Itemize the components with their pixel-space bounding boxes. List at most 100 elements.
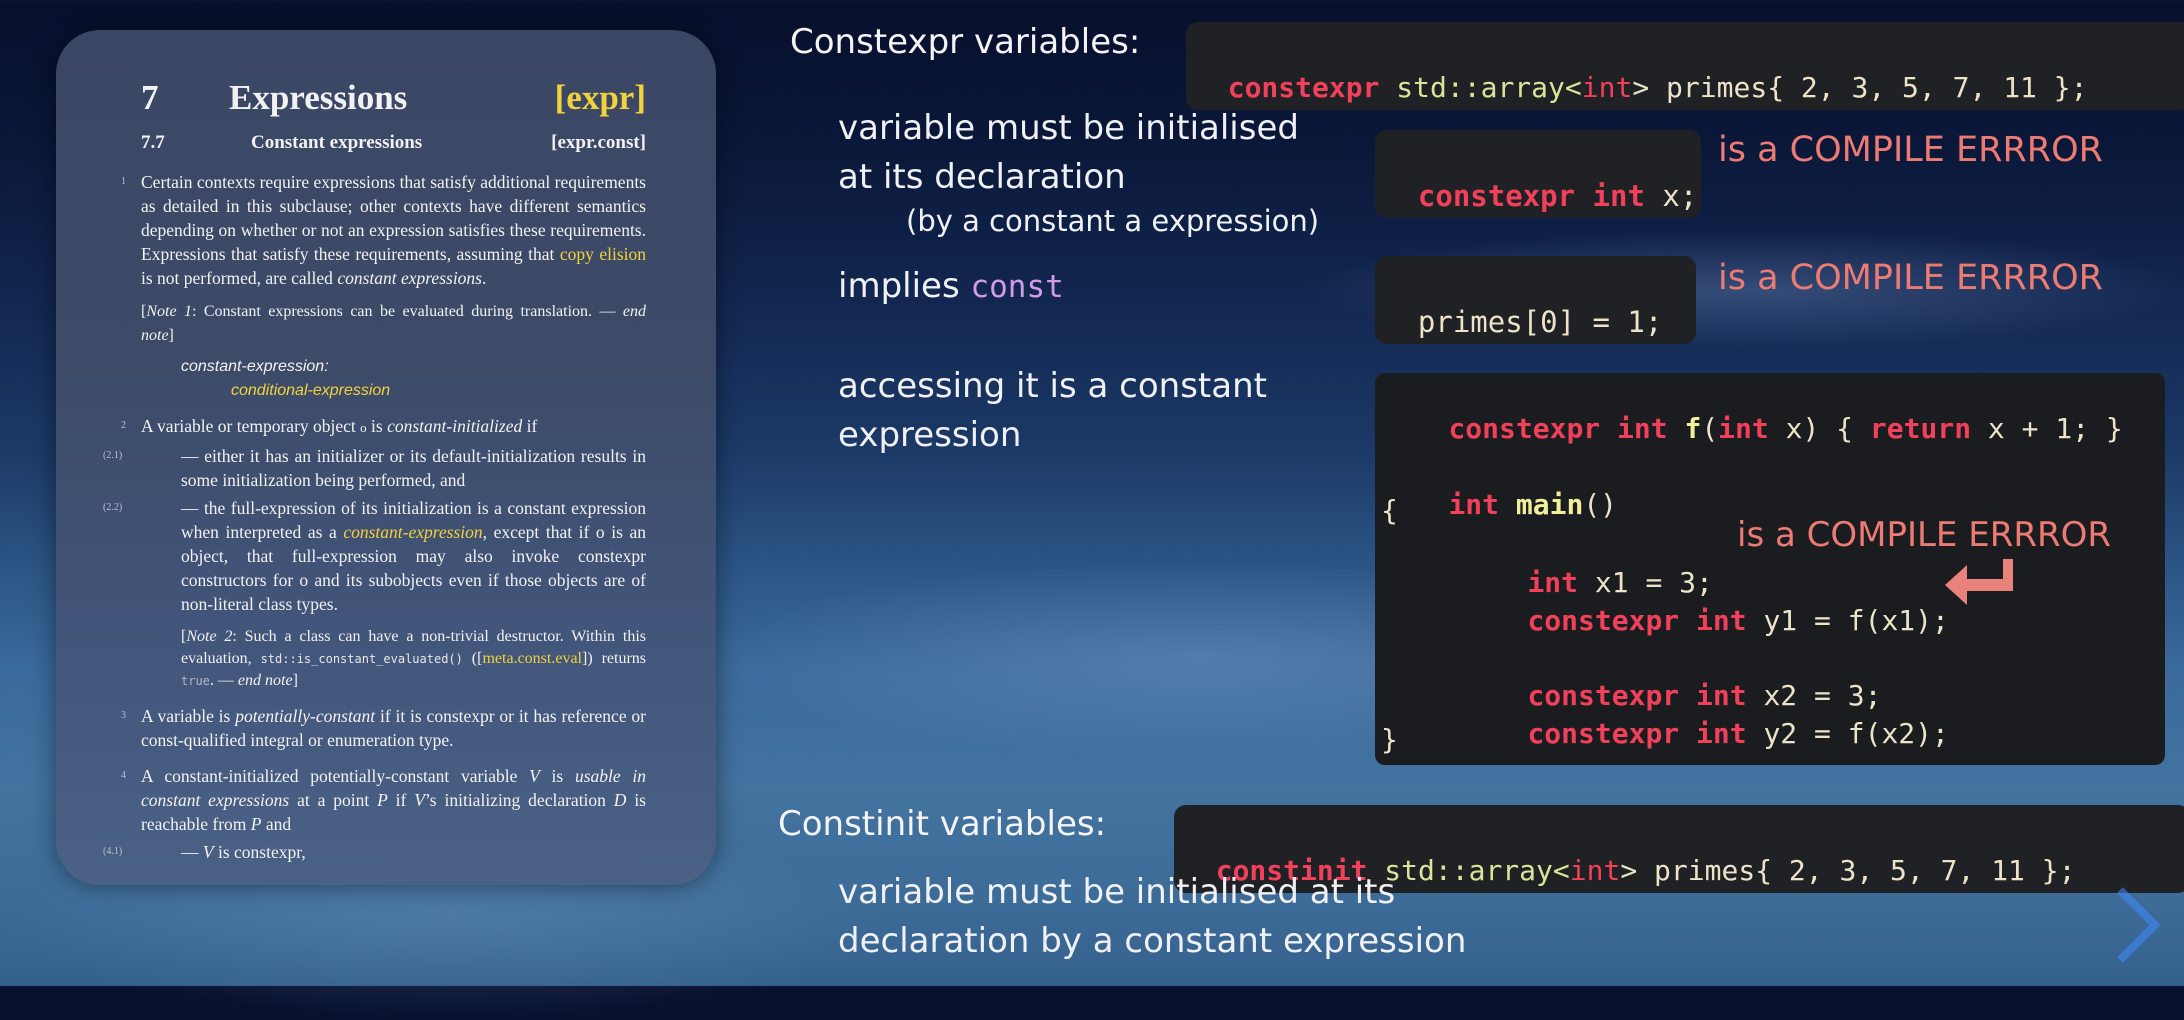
code-line-6: constexpr int y1 = f(x1); (1460, 571, 1949, 670)
bullet-text: variable must be initialised (838, 108, 1299, 148)
note-text: [ (181, 628, 187, 645)
bullet-text: implies (838, 266, 971, 306)
chapter-number: 7 (141, 78, 159, 117)
term: constant expressions (337, 268, 482, 288)
compile-error-1: is a COMPILE ERRROR (1718, 130, 2103, 170)
code-line-9: constexpr int y2 = f(x2); (1460, 684, 1948, 783)
note-text: ]) returns (581, 650, 647, 667)
paragraph-text: Certain contexts require expressions tha… (141, 172, 646, 264)
bullet-accessing: accessing it is a constant expression (838, 362, 1267, 460)
code-line-8: constexpr int x2 = 3; (1460, 646, 1881, 745)
chapter-heading: 7 Expressions [expr] (141, 78, 646, 118)
code-keyword: constexpr (1417, 179, 1576, 213)
code-type: int (1527, 566, 1579, 599)
paragraph-number: 4 (121, 770, 126, 781)
var: D (613, 790, 627, 810)
return-arrow-icon (1945, 559, 2013, 605)
copy-elision-link[interactable]: copy elision (559, 244, 646, 264)
constant-expression-link[interactable]: constant-expression (343, 522, 483, 542)
term: usable in constant expressions (141, 766, 646, 810)
paragraph-text: — (181, 842, 203, 862)
chapter-tag: [expr] (554, 78, 646, 117)
subparagraph-4-1: (4.1) — V is constexpr, (103, 840, 646, 864)
bullet-text: variable must be initialised at its (838, 872, 1396, 912)
paragraph-text: if it is constexpr or it has reference o… (141, 706, 646, 750)
code-namespace: std:: (1396, 71, 1481, 104)
var: V (529, 766, 540, 786)
constexpr-declaration: constexpr std::array<int> primes{ 2, 3, … (1186, 22, 2184, 110)
paragraph-number: (2.2) (103, 502, 123, 513)
constexpr-heading: Constexpr variables: (790, 22, 1141, 62)
paragraph-text: A variable is (141, 706, 236, 726)
paragraph-text: if (522, 416, 538, 436)
paragraph-text: if (387, 790, 415, 810)
code-plain: ( (1701, 412, 1719, 445)
code-plain: primes[0] = 1; (1417, 305, 1663, 339)
var: V (202, 842, 214, 862)
section-tag: [expr.const] (551, 132, 646, 153)
code-line-5: int x1 = 3; (1460, 533, 1713, 632)
code-plain: y1 = f(x1); (1746, 604, 1949, 637)
code-example-box: constexpr int f(int x) { return x + 1; }… (1375, 373, 2165, 765)
code-function: f (1684, 412, 1702, 445)
code-type: int (1696, 717, 1747, 750)
paragraph-text: , except that if o is an object, that fu… (181, 522, 646, 614)
paragraph-text: A variable or temporary object (141, 416, 361, 436)
compile-error-3: is a COMPILE ERRROR (1737, 515, 2111, 555)
code-plain: x2 = 3; (1746, 679, 1882, 712)
paragraph-text: at a point (289, 790, 378, 810)
paragraph-text: and (261, 814, 292, 834)
code-type: int (1617, 412, 1668, 445)
code-keyword: constexpr (1527, 679, 1680, 712)
code-type: int (1696, 679, 1747, 712)
constinit-declaration: constinit std::array<int> primes{ 2, 3, … (1174, 805, 2184, 893)
code-line-10: } (1381, 723, 1398, 756)
paragraph-3: 3 A variable is potentially-constant if … (121, 704, 646, 752)
bullet-constinit: variable must be initialised at its decl… (838, 868, 1466, 966)
term: potentially-constant (235, 706, 376, 726)
paragraph-2: 2 A variable or temporary object o is co… (121, 414, 646, 440)
bullet-initialised: variable must be initialised at its decl… (838, 104, 1319, 240)
code-keyword: constinit (1215, 854, 1368, 887)
section-heading: 7.7 Constant expressions [expr.const] (141, 132, 646, 154)
paragraph-text: — the full-expression of its initializat… (181, 498, 646, 542)
note-text: ] (168, 327, 174, 344)
compile-error-2: is a COMPILE ERRROR (1718, 258, 2103, 298)
note-code: true (181, 674, 210, 688)
paragraph-number: 1 (121, 176, 126, 187)
paragraph-text: o (360, 420, 367, 435)
code-type: int (1696, 604, 1747, 637)
chevron-right-icon (2117, 887, 2161, 963)
meta-const-eval-link[interactable]: meta.const.eval (482, 650, 582, 667)
paragraph-text: is (366, 416, 388, 436)
code-function: main (1515, 488, 1584, 521)
note-code: std::is_constant_evaluated() (260, 652, 463, 666)
code-plain: x1 = 3; (1578, 566, 1713, 599)
code-plain: > primes{ 2, 3, 5, 7, 11 }; (1620, 854, 2076, 887)
code-keyword: return (1869, 412, 1972, 445)
chapter-title: Expressions (229, 78, 408, 117)
bullet-text: at its declaration (838, 157, 1126, 197)
code-type: int (1718, 412, 1769, 445)
grammar-rhs[interactable]: conditional-expression (231, 382, 391, 399)
code-type: int (1581, 71, 1633, 104)
bullet-text: (by a constant a expression) (906, 204, 1320, 238)
paragraph-text: is constexpr, (213, 842, 306, 862)
note-text: : Such a class can have a non-trivial de… (181, 628, 646, 667)
paragraph-1: 1 Certain contexts require expressions t… (121, 170, 646, 290)
note-label: Note 1 (146, 303, 192, 320)
code-plain: x) { (1768, 412, 1870, 445)
subparagraph-2-2: (2.2) — the full-expression of its initi… (103, 496, 646, 616)
var: P (377, 790, 388, 810)
note-text: ] (292, 672, 298, 689)
code-plain: > primes{ 2, 3, 5, 7, 11 }; (1632, 71, 2088, 104)
code-line-3: int main() (1381, 455, 1617, 554)
section-number: 7.7 (141, 132, 165, 153)
code-type: int (1569, 854, 1621, 887)
note-end: end note (237, 672, 293, 689)
note-text: : Constant expressions can be evaluated … (192, 303, 623, 320)
code-type: int (1592, 179, 1645, 213)
code-line-1: constexpr int f(int x) { return x + 1; } (1381, 379, 2122, 478)
note-end: end note (141, 303, 647, 344)
paragraph-text: ’s initializing declaration (424, 790, 614, 810)
